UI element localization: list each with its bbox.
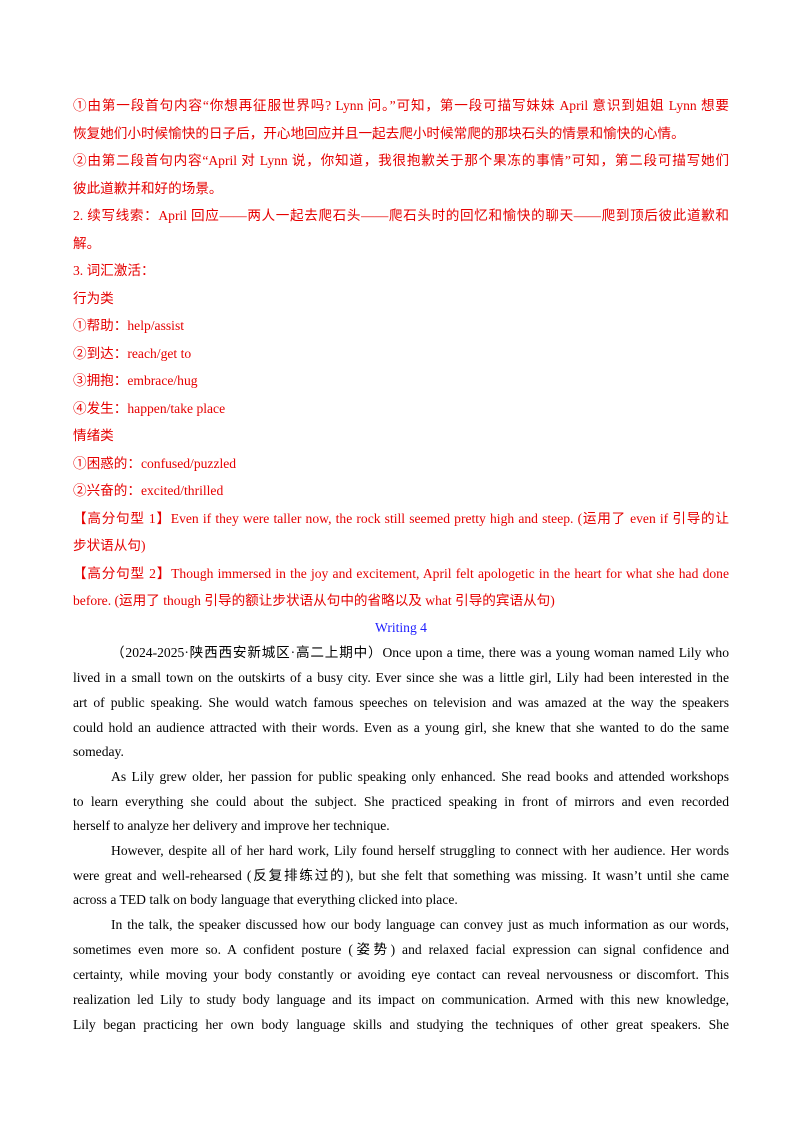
- vocab-category: 行为类: [73, 291, 114, 306]
- sentence-pattern-2-note: before. (运用了 though 引导的额让步状语从句中的省略以及 wha…: [73, 593, 555, 608]
- analysis-line: ②由第二段首句内容“April 对 Lynn 说，你知道，我很抱歉关于那个果冻的…: [73, 153, 729, 168]
- section-title: Writing 4: [375, 620, 427, 635]
- analysis-line: 恢复她们小时候愉快的日子后，开心地回应并且一起去爬小时候常爬的那块石头的情景和愉…: [73, 126, 685, 141]
- passage-line: across a TED talk on body language that …: [73, 892, 458, 907]
- passage-line: In the talk, the speaker discussed how o…: [111, 917, 729, 932]
- passage-line: As Lily grew older, her passion for publ…: [111, 769, 729, 784]
- passage-line: to learn everything she could about the …: [73, 794, 729, 809]
- passage-line: someday.: [73, 744, 124, 759]
- vocab-item: ④发生：happen/take place: [73, 401, 226, 416]
- passage-line: However, despite all of her hard work, L…: [111, 843, 729, 858]
- vocab-category: 情绪类: [73, 428, 114, 443]
- passage-line: realization led Lily to study body langu…: [73, 992, 729, 1007]
- sentence-pattern-1-note: 步状语从句): [73, 538, 146, 553]
- analysis-line: ①由第一段首句内容“你想再征服世界吗? Lynn 问。”可知，第一段可描写妹妹 …: [73, 98, 729, 113]
- passage-line: could hold an audience attracted with th…: [73, 720, 729, 735]
- passage-line: sometimes even more so. A confident post…: [73, 942, 729, 957]
- vocab-heading: 3. 词汇激活：: [73, 263, 155, 278]
- passage-line: herself to analyze her delivery and impr…: [73, 818, 390, 833]
- sentence-pattern-1: 【高分句型 1】Even if they were taller now, th…: [73, 511, 729, 526]
- sentence-pattern-2: 【高分句型 2】Though immersed in the joy and e…: [73, 566, 729, 581]
- passage-line: were great and well-rehearsed (反复排练过的), …: [73, 868, 729, 883]
- passage-line: lived in a small town on the outskirts o…: [73, 670, 729, 685]
- vocab-item: ①帮助：help/assist: [73, 318, 185, 333]
- passage-line: Lily began practicing her own body langu…: [73, 1017, 729, 1032]
- vocab-item: ②兴奋的：excited/thrilled: [73, 483, 224, 498]
- passage-line: art of public speaking. She would watch …: [73, 695, 729, 710]
- clue-line: 2. 续写线索：April 回应——两人一起去爬石头——爬石头时的回忆和愉快的聊…: [73, 208, 729, 223]
- passage-line: （2024-2025·陕西西安新城区·高二上期中）Once upon a tim…: [111, 645, 729, 660]
- vocab-item: ①困惑的：confused/puzzled: [73, 456, 237, 471]
- analysis-line: 彼此道歉并和好的场景。: [73, 181, 223, 196]
- passage-line: certainty, while moving your body consta…: [73, 967, 729, 982]
- vocab-item: ②到达：reach/get to: [73, 346, 192, 361]
- vocab-item: ③拥抱：embrace/hug: [73, 373, 198, 388]
- clue-line: 解。: [73, 236, 101, 251]
